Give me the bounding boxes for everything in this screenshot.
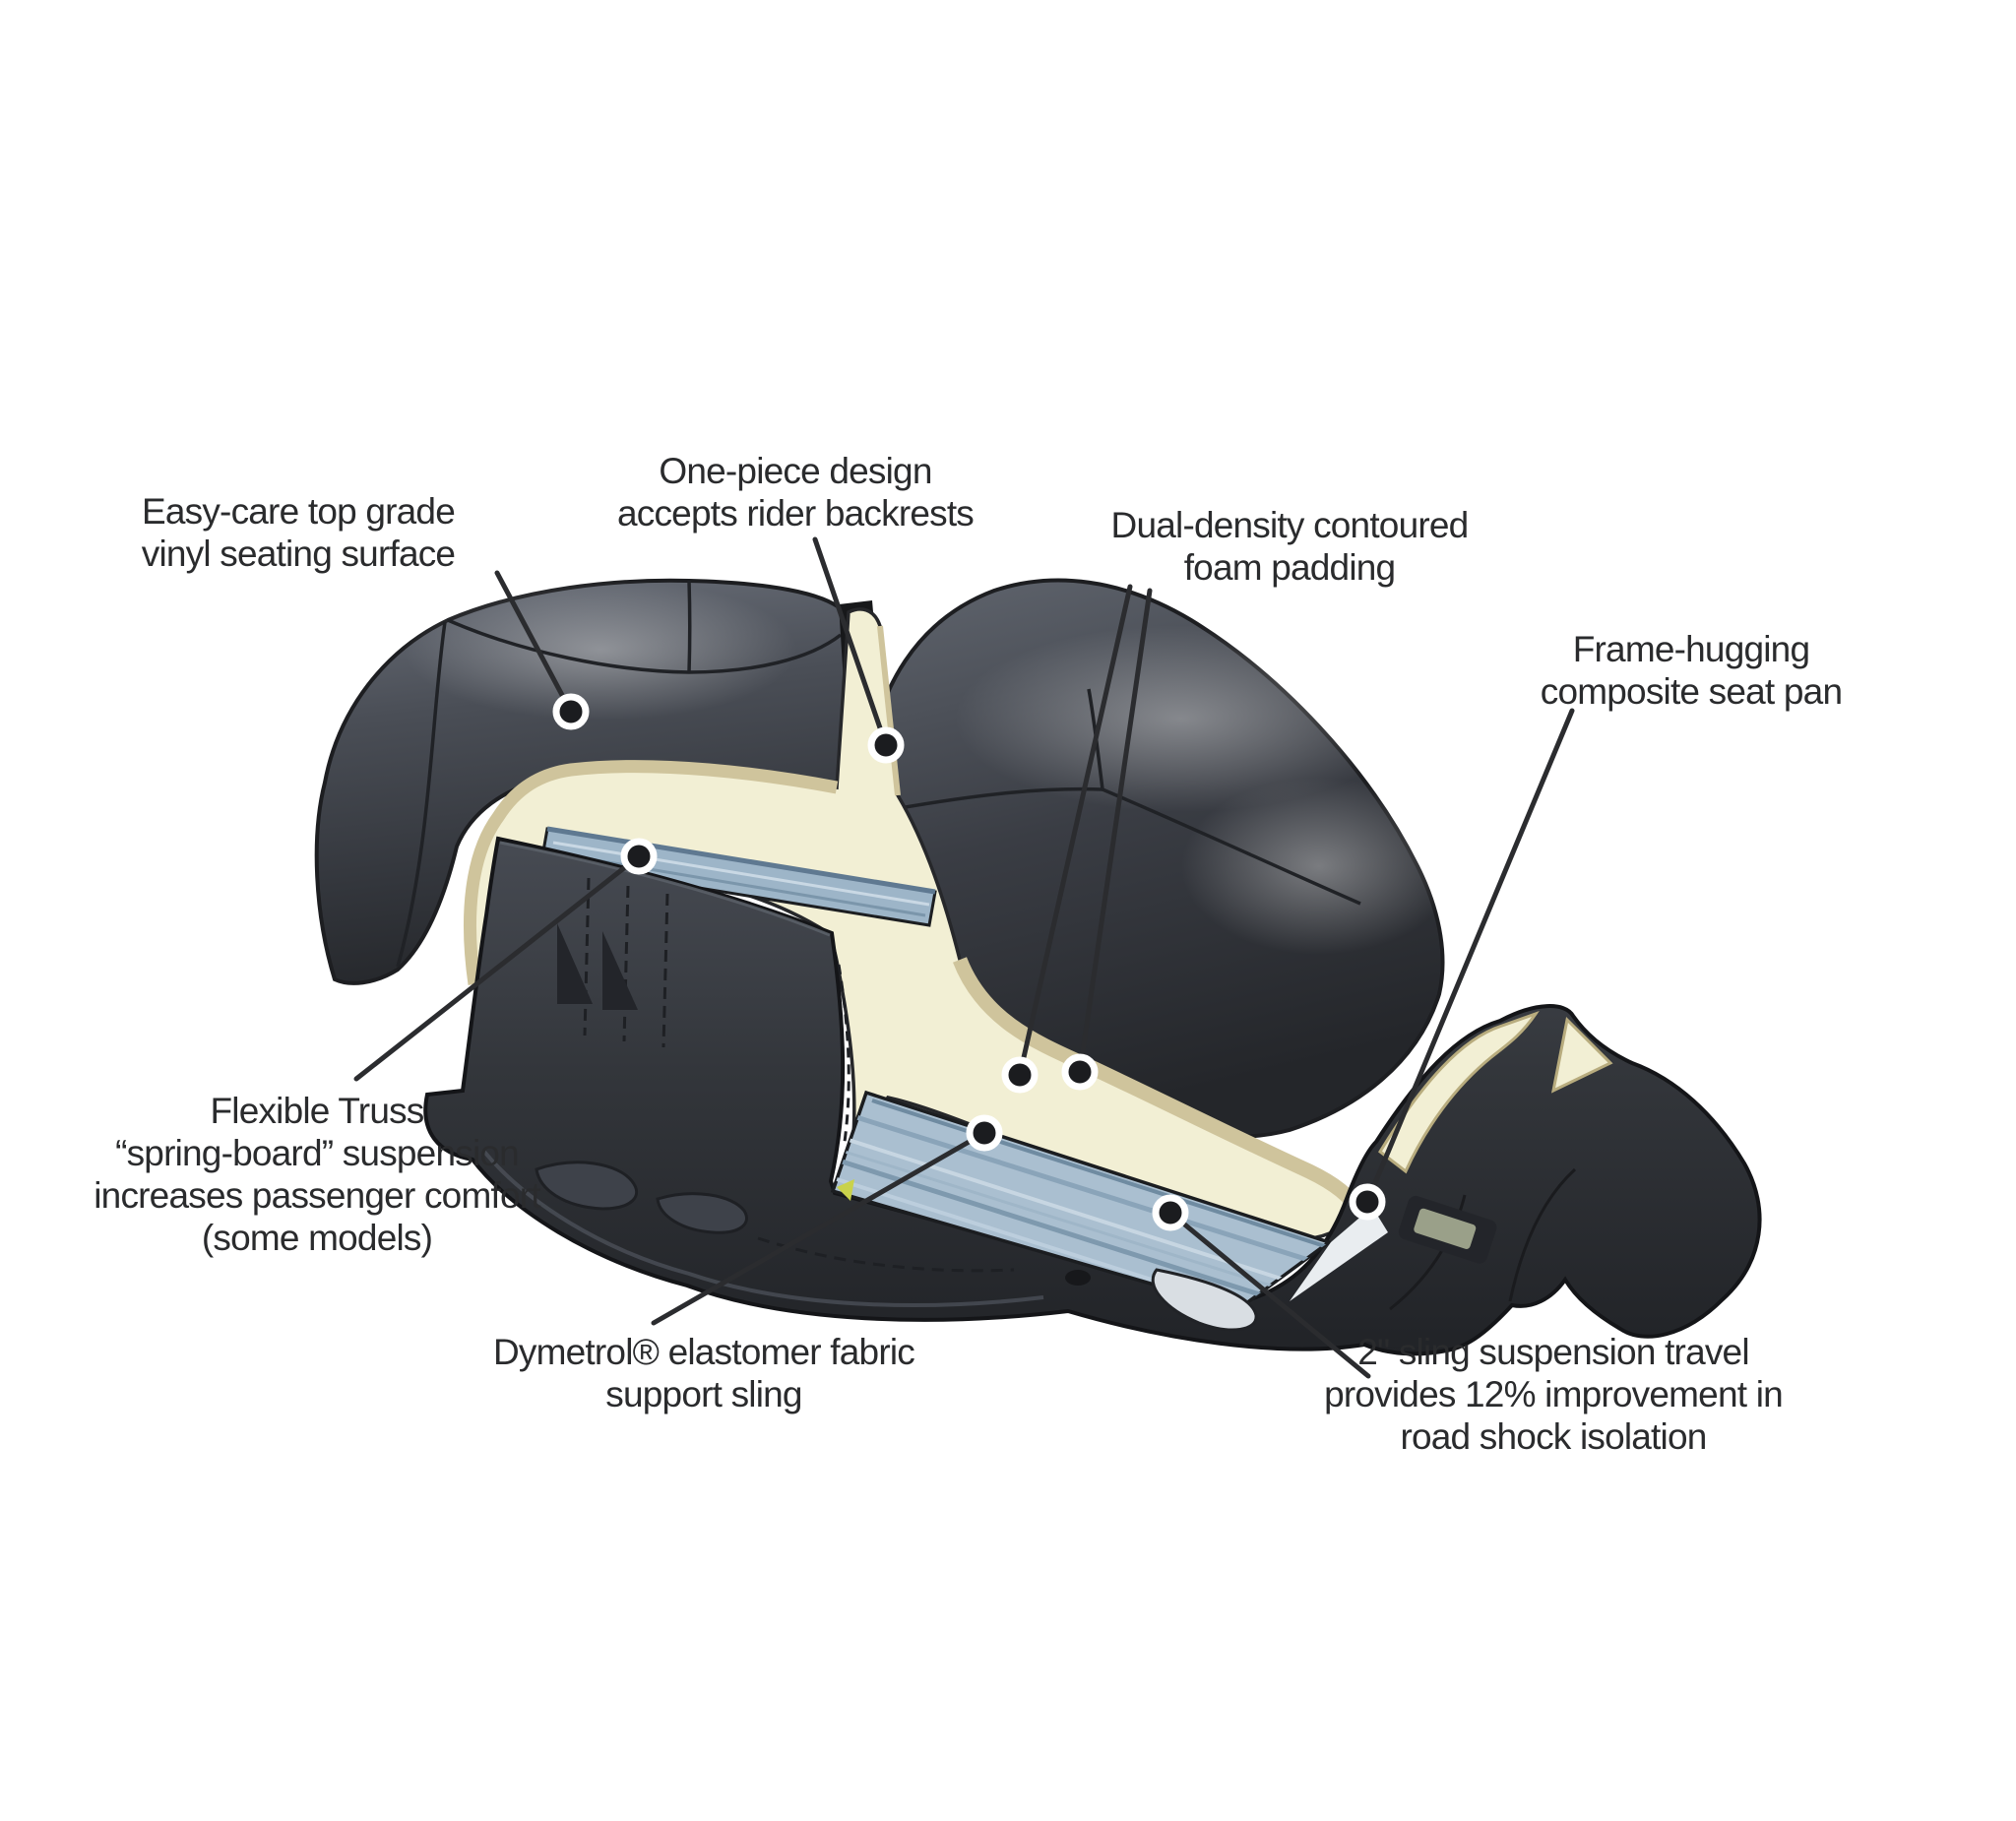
mounting-slot bbox=[1398, 1195, 1497, 1264]
cushion-seam bbox=[447, 618, 843, 674]
callout-dot-foam-padding bbox=[1061, 1053, 1099, 1091]
cushion-seam bbox=[1087, 688, 1104, 790]
leader-line-support-sling bbox=[651, 1130, 987, 1326]
callout-dot-flexible-truss bbox=[620, 838, 658, 875]
leader-line-sling-travel bbox=[1167, 1210, 1371, 1379]
pan-rim-highlight bbox=[482, 1150, 1044, 1308]
cushion-seam bbox=[687, 580, 692, 673]
callout-foam-padding: Dual-density contoured foam padding bbox=[1110, 505, 1470, 588]
pan-hole bbox=[1065, 1270, 1091, 1286]
truss-cutout bbox=[602, 931, 638, 1010]
callout-dot-foam-padding bbox=[1001, 1056, 1039, 1094]
leader-line-seat-pan bbox=[1364, 708, 1575, 1205]
leader-line-vinyl-surface bbox=[494, 570, 574, 715]
cushion-seam bbox=[893, 786, 1103, 811]
truss-cutout bbox=[557, 923, 593, 1004]
pan-top-highlight bbox=[499, 841, 831, 937]
callout-dot-one-piece-design bbox=[867, 726, 905, 764]
callout-seat-pan: Frame-hugging composite seat pan bbox=[1540, 629, 1843, 712]
pan-molded-bump bbox=[656, 1192, 748, 1234]
tail-foam-stripe bbox=[1378, 1011, 1613, 1174]
foam-edge-tan bbox=[463, 760, 839, 985]
callout-support-sling: Dymetrol® elastomer fabric support sling bbox=[493, 1332, 915, 1414]
foam-edge-tan bbox=[877, 625, 901, 796]
callout-sling-travel: 2" sling suspension travel provides 12% … bbox=[1324, 1332, 1784, 1457]
rolled-sling-edge bbox=[1151, 1268, 1258, 1332]
sling-corner-tab bbox=[837, 1179, 854, 1201]
leader-line-flexible-truss bbox=[353, 853, 642, 1082]
callout-dot-vinyl-surface bbox=[552, 693, 590, 730]
callout-dot-seat-pan bbox=[1349, 1183, 1386, 1221]
truss-rib bbox=[622, 885, 630, 1042]
pan-crease bbox=[757, 1236, 1015, 1273]
leader-line-foam-padding bbox=[1017, 584, 1133, 1078]
callout-vinyl-surface: Easy-care top grade vinyl seating surfac… bbox=[141, 491, 456, 574]
truss-rib bbox=[583, 877, 591, 1036]
tail-crease bbox=[1508, 1167, 1577, 1302]
cushion-seam bbox=[1102, 787, 1361, 906]
foam-edge-tan bbox=[953, 957, 1367, 1218]
truss-rib bbox=[662, 893, 669, 1048]
pan-crease bbox=[837, 964, 850, 1143]
rear-vinyl-cushion bbox=[863, 578, 1457, 1139]
callout-dot-support-sling bbox=[966, 1114, 1003, 1152]
callout-dot-sling-travel bbox=[1152, 1194, 1189, 1231]
cushion-roll-seam bbox=[396, 621, 447, 968]
pan-molded-bump bbox=[535, 1161, 639, 1211]
leader-line-foam-padding bbox=[1077, 588, 1153, 1075]
sling-edge-sheet bbox=[1290, 1207, 1388, 1301]
callout-flexible-truss: Flexible Truss “spring-board” suspension… bbox=[94, 1091, 540, 1258]
leader-lines bbox=[353, 536, 1575, 1379]
callout-one-piece-design: One-piece design accepts rider backrests bbox=[616, 451, 975, 534]
leader-line-one-piece-design bbox=[812, 536, 889, 748]
